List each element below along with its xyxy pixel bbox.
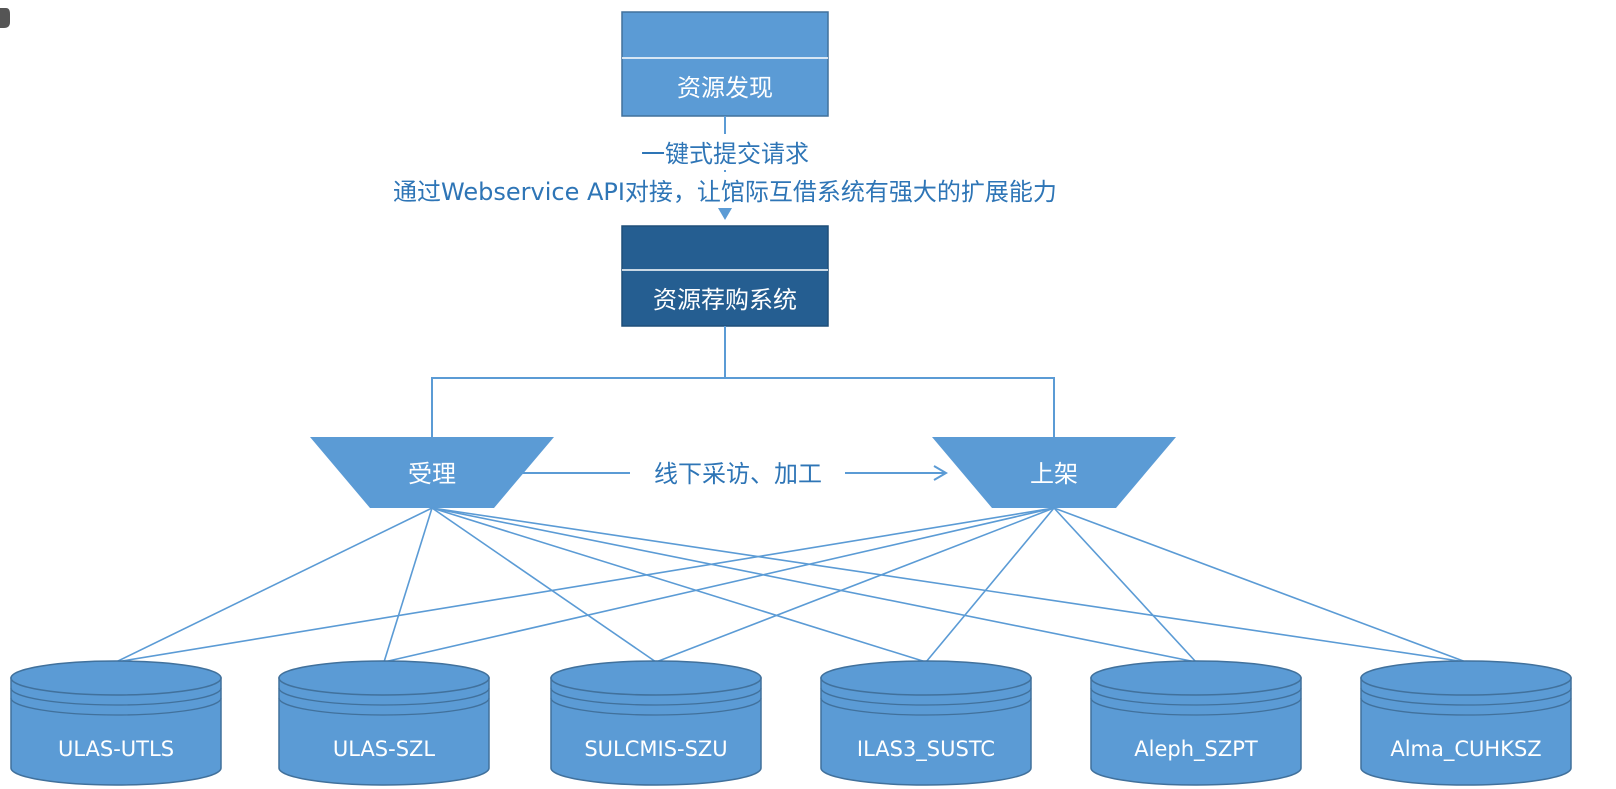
resource-discovery-box: 资源发现	[621, 11, 829, 117]
database-label: Aleph_SZPT	[1134, 737, 1258, 762]
database-cylinder: ULAS-UTLS	[10, 660, 222, 786]
database-label: ULAS-SZL	[333, 737, 436, 761]
database-label: SULCMIS-SZU	[584, 737, 727, 761]
corner-icon	[0, 8, 10, 28]
database-cylinder: ULAS-SZL	[278, 660, 490, 786]
database-cylinder: SULCMIS-SZU	[550, 660, 762, 786]
accept-funnel: 受理	[310, 437, 554, 508]
arrowhead-down	[718, 208, 732, 220]
database-label: ILAS3_SUSTC	[857, 737, 995, 762]
database-cylinder: Alma_CUHKSZ	[1360, 660, 1572, 786]
annotation-line-2: 通过Webservice API对接，让馆际互借系统有强大的扩展能力	[393, 178, 1057, 206]
shelve-funnel: 上架	[932, 437, 1176, 508]
database-cylinder: ILAS3_SUSTC	[820, 660, 1032, 786]
fanout-lines	[115, 507, 1467, 663]
database-label: ULAS-UTLS	[58, 737, 174, 761]
resource-discovery-label: 资源发现	[677, 74, 773, 102]
flow-arrowhead	[933, 465, 948, 481]
recommendation-system-box: 资源荐购系统	[621, 225, 829, 327]
shelve-label: 上架	[1030, 460, 1078, 488]
database-group: ULAS-UTLS ULAS-SZL SULCMIS-SZU ILAS3_SUSTC A…	[10, 660, 1572, 786]
database-cylinder: Aleph_SZPT	[1090, 660, 1302, 786]
database-label: Alma_CUHKSZ	[1390, 737, 1541, 762]
annotation-line-1: 一键式提交请求	[641, 140, 809, 168]
recommendation-system-label: 资源荐购系统	[653, 286, 797, 314]
flow-label: 线下采访、加工	[654, 460, 822, 488]
tree-connector	[431, 326, 726, 437]
tree-connector-right	[725, 377, 1055, 437]
accept-label: 受理	[408, 460, 456, 488]
